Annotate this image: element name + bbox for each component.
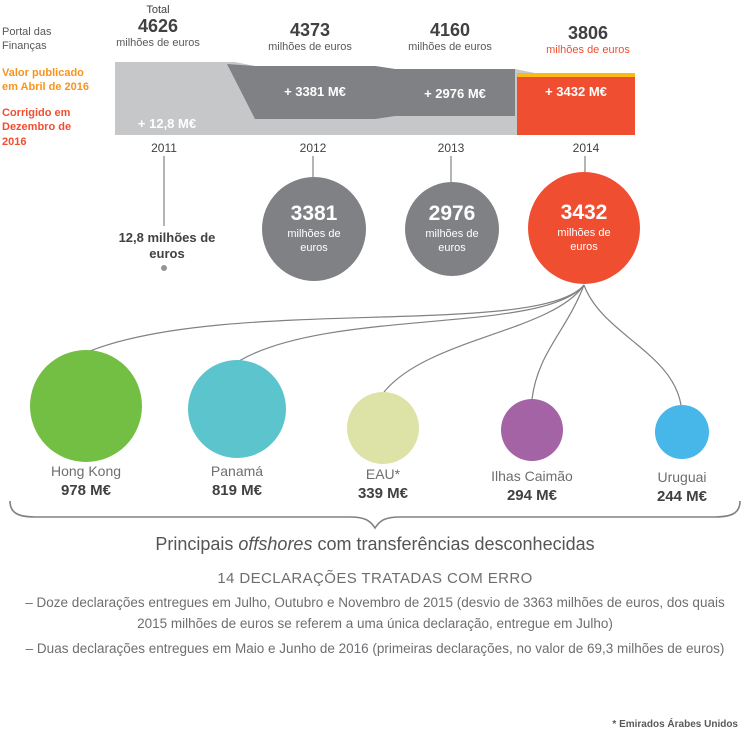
total-2014: 3806 milhões de euros bbox=[528, 23, 648, 56]
total-2012: 4373 milhões de euros bbox=[250, 20, 370, 53]
offshore-value: 978 M€ bbox=[60, 482, 112, 499]
offshore-name: Uruguai bbox=[657, 469, 707, 485]
dot-2011 bbox=[161, 265, 167, 271]
bar-segment-label-2014: + 3432 M€ bbox=[545, 84, 607, 99]
total-2011: Total 4626 milhões de euros bbox=[98, 4, 218, 49]
offshore-name: Hong Kong bbox=[50, 463, 122, 479]
circle-ilhas-caimao bbox=[501, 399, 563, 461]
offshore-name: Panamá bbox=[210, 463, 264, 479]
circle-hong-kong bbox=[30, 350, 142, 462]
bubble-2012: 3381 milhões de euros bbox=[262, 177, 366, 281]
circle-uruguai bbox=[655, 405, 709, 459]
circle-eau bbox=[347, 392, 419, 464]
error-line-2: – Duas declarações entregues em Maio e J… bbox=[25, 640, 725, 656]
bubble-2013: 2976 milhões de euros bbox=[405, 182, 499, 276]
caption-italic: offshores bbox=[238, 534, 313, 554]
total-value: 4160 bbox=[429, 20, 471, 40]
year-label-2011: 2011 bbox=[151, 141, 177, 155]
offshore-value: 294 M€ bbox=[506, 487, 558, 504]
label-panama: Panamá 819 M€ bbox=[172, 463, 302, 499]
bubble-value: 3432 bbox=[560, 201, 608, 225]
label-eau: EAU* 339 M€ bbox=[318, 466, 448, 502]
footnote: * Emirados Árabes Unidos bbox=[612, 719, 738, 730]
offshore-value: 339 M€ bbox=[357, 485, 409, 502]
bubble-value: 2976 bbox=[428, 202, 476, 226]
label-ilhas-caimao: Ilhas Caimão 294 M€ bbox=[467, 468, 597, 504]
offshore-value: 819 M€ bbox=[211, 482, 263, 499]
label-uruguai: Uruguai 244 M€ bbox=[617, 469, 747, 505]
total-unit: milhões de euros bbox=[116, 37, 200, 49]
bubble-value: 3381 bbox=[290, 202, 338, 226]
error-section-title: 14 DECLARAÇÕES TRATADAS COM ERRO bbox=[217, 570, 533, 587]
total-2013: 4160 milhões de euros bbox=[390, 20, 510, 53]
total-unit: milhões de euros bbox=[546, 44, 630, 56]
bar-segment-label-2011: + 12,8 M€ bbox=[137, 116, 197, 131]
year-label-2012: 2012 bbox=[299, 141, 327, 155]
year-label-2014: 2014 bbox=[572, 141, 600, 155]
caption-suffix: com transferências desconhecidas bbox=[312, 534, 595, 554]
bubble-unit: milhões de euros bbox=[287, 228, 341, 254]
offshore-name: Ilhas Caimão bbox=[491, 468, 573, 484]
year-label-2013: 2013 bbox=[437, 141, 465, 155]
value-2011: 12,8 milhões de euros bbox=[118, 230, 216, 262]
bubble-unit: milhões de euros bbox=[557, 227, 611, 253]
bar-segment-label-2012: + 3381 M€ bbox=[284, 84, 346, 99]
error-section-text: – Doze declarações entregues em Julho, O… bbox=[20, 593, 730, 664]
source-label: Portal das Finanças bbox=[2, 26, 52, 53]
brace bbox=[9, 500, 741, 530]
error-line-1: – Doze declarações entregues em Julho, O… bbox=[25, 595, 725, 631]
legend-published-label: Valor publicado em Abril de 2016 bbox=[2, 67, 90, 94]
bubble-unit: milhões de euros bbox=[425, 228, 479, 254]
stacked-bar-chart bbox=[115, 62, 635, 135]
label-hong-kong: Hong Kong 978 M€ bbox=[21, 463, 151, 499]
total-unit: milhões de euros bbox=[268, 41, 352, 53]
offshore-value: 244 M€ bbox=[656, 488, 708, 505]
bubble-2014: 3432 milhões de euros bbox=[528, 172, 640, 284]
total-value: 3806 bbox=[567, 23, 609, 43]
total-value: 4373 bbox=[289, 20, 331, 40]
brace-caption: Principais offshores com transferências … bbox=[0, 534, 750, 555]
legend-corrected-label: Corrigido em Dezembro de 2016 bbox=[2, 107, 72, 148]
total-unit: milhões de euros bbox=[408, 41, 492, 53]
bar-segment-label-2013: + 2976 M€ bbox=[424, 86, 486, 101]
total-value: 4626 bbox=[137, 16, 179, 36]
offshore-name: EAU* bbox=[365, 466, 401, 482]
caption-prefix: Principais bbox=[155, 534, 239, 554]
total-caption: Total bbox=[146, 4, 170, 16]
circle-panama bbox=[188, 360, 286, 458]
